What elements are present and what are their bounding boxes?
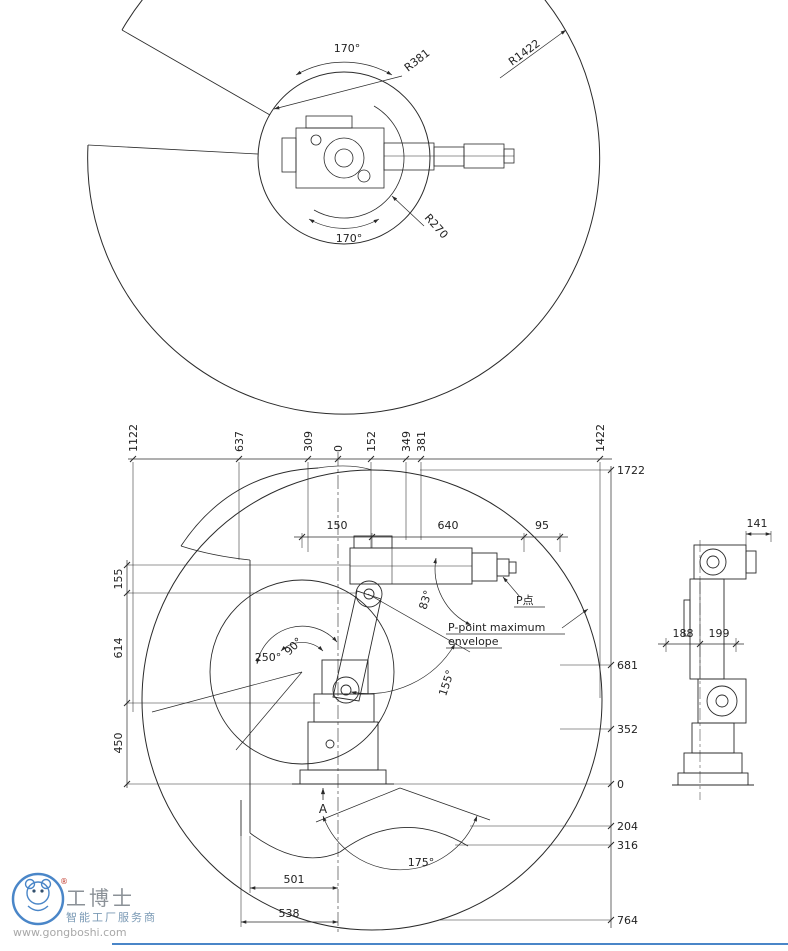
dim-label: 199 bbox=[709, 627, 730, 640]
envelope-label: envelope bbox=[448, 635, 499, 648]
dim-label: 316 bbox=[617, 839, 638, 852]
front-view-dimensions bbox=[123, 452, 615, 935]
dim-label: 614 bbox=[112, 638, 125, 659]
logo-mascot-icon bbox=[24, 878, 52, 912]
brand-name: 工博士 bbox=[66, 886, 135, 910]
top-rotation-label: 170° bbox=[334, 42, 361, 55]
dim-label: 501 bbox=[284, 873, 305, 886]
brand-tagline: 智能工厂服务商 bbox=[66, 910, 157, 924]
dim-label: 155 bbox=[112, 569, 125, 590]
dim-label: 637 bbox=[233, 431, 246, 452]
dim-label: 95 bbox=[535, 519, 549, 532]
dim-label: 450 bbox=[112, 733, 125, 754]
dim-label: 1722 bbox=[617, 464, 645, 477]
angle-label: 155° bbox=[436, 668, 457, 697]
angle-label: 175° bbox=[408, 856, 435, 869]
mascot-eye bbox=[32, 889, 36, 893]
mascot-eye bbox=[40, 889, 44, 893]
dim-label: 681 bbox=[617, 659, 638, 672]
p-point-label: P点 bbox=[516, 594, 534, 607]
dim-label: 1122 bbox=[127, 424, 140, 452]
dim-label: 0 bbox=[617, 778, 624, 791]
dim-label: 141 bbox=[747, 517, 768, 530]
front-view-envelope bbox=[141, 465, 603, 931]
dim-label: 764 bbox=[617, 914, 638, 927]
front-view-robot bbox=[292, 535, 517, 800]
dim-label: 349 bbox=[400, 431, 413, 452]
dim-label: 309 bbox=[302, 431, 315, 452]
registered-mark: ® bbox=[60, 877, 68, 886]
dim-label: 204 bbox=[617, 820, 638, 833]
robot-top-silhouette bbox=[281, 115, 515, 189]
dim-label: 0 bbox=[332, 445, 345, 452]
watermark: ® 工博士 智能工厂服务商 www.gongboshi.com bbox=[11, 872, 788, 945]
envelope-label: P-point maximum bbox=[448, 621, 545, 634]
dim-label: 381 bbox=[415, 431, 428, 452]
dim-label: 188 bbox=[673, 627, 694, 640]
bottom-rotation-label: 170° bbox=[336, 232, 363, 245]
angle-label: 250° bbox=[255, 651, 282, 664]
outer-radius-label: R1422 bbox=[506, 37, 542, 68]
top-view-linework bbox=[87, 0, 601, 415]
section-marker: A bbox=[319, 802, 328, 816]
angle-label: 90° bbox=[282, 635, 305, 658]
side-view-dimensions bbox=[658, 531, 772, 652]
inner-radius-label: R381 bbox=[402, 46, 433, 74]
dim-label: 152 bbox=[365, 431, 378, 452]
dim-label: 1422 bbox=[594, 424, 607, 452]
side-view-robot bbox=[672, 540, 757, 800]
rear-radius-label: R270 bbox=[422, 211, 451, 241]
dim-label: 640 bbox=[438, 519, 459, 532]
dim-label: 538 bbox=[279, 907, 300, 920]
brand-url: www.gongboshi.com bbox=[13, 926, 127, 939]
dim-label: 150 bbox=[327, 519, 348, 532]
angle-label: 83° bbox=[416, 589, 434, 612]
dim-label: 352 bbox=[617, 723, 638, 736]
